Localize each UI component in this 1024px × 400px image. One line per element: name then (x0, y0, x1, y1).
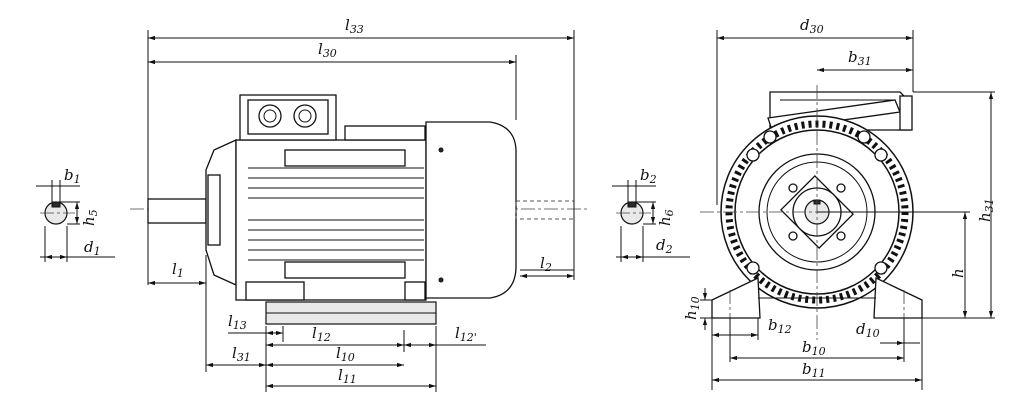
label-l12-prime: l12' (455, 324, 477, 344)
label-b11: b11 (802, 360, 826, 380)
label-l33: l33 (345, 16, 364, 36)
label-d1: d1 (84, 238, 101, 258)
label-l2: l2 (540, 254, 552, 274)
label-h5: h5 (80, 209, 100, 226)
front-dimensions (700, 30, 995, 390)
label-b12: b12 (768, 316, 792, 336)
side-view (130, 94, 590, 325)
label-l30: l30 (318, 40, 337, 60)
side-dimensions (147, 30, 575, 392)
label-l31: l31 (232, 344, 251, 364)
label-b31: b31 (848, 48, 872, 68)
front-view (700, 85, 940, 340)
label-h: h (949, 268, 967, 278)
cooling-fins (248, 167, 424, 261)
label-b2: b2 (640, 166, 657, 186)
shaft-section-2 (612, 180, 690, 262)
label-h31: h31 (976, 198, 996, 222)
shaft-section-1 (36, 180, 115, 262)
label-l11: l11 (338, 366, 357, 386)
label-l10: l10 (336, 344, 355, 364)
label-l13: l13 (228, 312, 247, 332)
label-h6: h6 (656, 209, 676, 226)
label-b10: b10 (802, 338, 826, 358)
label-d10: d10 (856, 320, 880, 340)
label-b1: b1 (64, 166, 81, 186)
label-d30: d30 (800, 16, 824, 36)
label-h10: h10 (682, 296, 702, 320)
label-l1: l1 (172, 260, 184, 280)
label-l12: l12 (312, 324, 331, 344)
label-d2: d2 (656, 236, 673, 256)
